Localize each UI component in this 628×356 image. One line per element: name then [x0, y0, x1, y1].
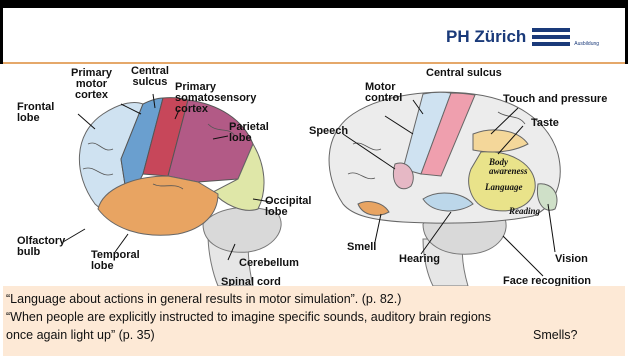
label-speech: Speech [309, 126, 348, 137]
label-motor-control: Motor control [365, 82, 402, 104]
right-brain [329, 92, 560, 286]
label-temporal-lobe: Temporal lobe [91, 250, 140, 272]
label-central-sulcus-left: Central sulcus [131, 66, 169, 88]
label-taste: Taste [531, 118, 559, 129]
label-hearing: Hearing [399, 254, 440, 265]
quote-line-2: “When people are explicitly instructed t… [6, 310, 491, 324]
label-parietal-lobe: Parietal lobe [229, 122, 269, 144]
label-frontal-lobe: Frontal lobe [17, 102, 54, 124]
label-cerebellum: Cerebellum [239, 258, 299, 269]
top-border [0, 0, 628, 8]
quote-smells-question: Smells? [533, 328, 577, 342]
label-touch-and-pressure: Touch and pressure [503, 94, 607, 105]
label-primary-motor-cortex: Primary motor cortex [71, 68, 112, 101]
label-language: Language [485, 182, 523, 193]
quote-line-1: “Language about actions in general resul… [6, 292, 401, 306]
left-border [0, 8, 3, 64]
logo-bars-icon [532, 28, 570, 46]
label-body-awareness: Body awareness [489, 158, 528, 176]
label-reading: Reading [509, 206, 540, 217]
ph-zurich-logo: PH Zürich Ausbildung [446, 22, 599, 52]
logo-subtext: Ausbildung [574, 41, 599, 47]
quote-box: “Language about actions in general resul… [3, 286, 625, 356]
label-central-sulcus-right: Central sulcus [426, 68, 502, 79]
label-occipital-lobe: Occipital lobe [265, 196, 311, 218]
quote-line-3: once again light up” (p. 35) [6, 328, 155, 342]
logo-text: PH Zürich [446, 27, 526, 47]
brain-figure: Primary motor cortex Central sulcus Prim… [3, 64, 625, 286]
label-smell: Smell [347, 242, 376, 253]
label-primary-somatosensory-cortex: Primary somatosensory cortex [175, 82, 256, 115]
label-vision: Vision [555, 254, 588, 265]
label-olfactory-bulb: Olfactory bulb [17, 236, 65, 258]
